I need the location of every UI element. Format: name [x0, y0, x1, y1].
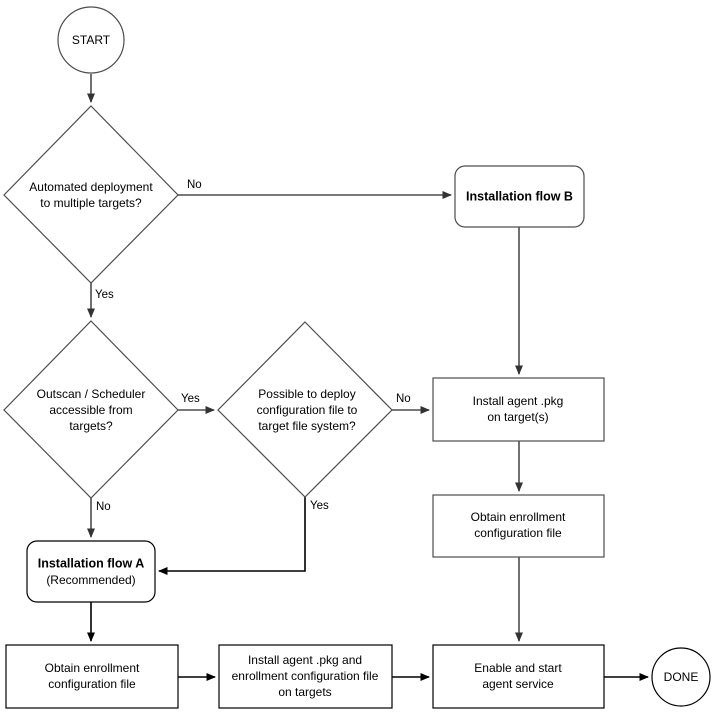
decision-outscan-diamond — [3, 320, 179, 499]
done-label: DONE — [664, 670, 699, 684]
decision-automated-diamond — [3, 105, 179, 284]
decision-outscan-line3: targets? — [69, 419, 113, 433]
node-install-agent-pkg-targets[interactable]: Install agent .pkg on target(s) — [432, 377, 605, 442]
edge-label-outscan-no: No — [96, 501, 111, 513]
node-installation-flow-b[interactable]: Installation flow B — [454, 165, 585, 228]
install-pkg-and-config-line2: enrollment configuration file — [232, 669, 379, 683]
done-circle — [651, 647, 711, 707]
obtain-enrollment-right-line2: configuration file — [474, 526, 562, 540]
edge-label-automated-yes: Yes — [95, 289, 114, 301]
installation-flow-a-line1: Installation flow A — [38, 556, 144, 570]
node-obtain-enrollment-bottom[interactable]: Obtain enrollment configuration file — [5, 644, 179, 709]
node-decision-automated-deployment[interactable]: Automated deployment to multiple targets… — [3, 105, 179, 284]
obtain-enrollment-bottom-line1: Obtain enrollment — [45, 661, 140, 675]
enable-start-service-line2: agent service — [482, 677, 554, 691]
installation-flow-b-box — [454, 165, 585, 228]
install-agent-pkg-box — [432, 377, 605, 442]
decision-outscan-line2: accessible from — [49, 403, 132, 417]
decision-outscan-line1: Outscan / Scheduler — [37, 387, 146, 401]
start-label: START — [72, 33, 111, 47]
node-enable-start-agent-service[interactable]: Enable and start agent service — [432, 644, 605, 709]
decision-deploy-config-line3: target file system? — [258, 419, 356, 433]
obtain-enrollment-bottom-line2: configuration file — [48, 677, 136, 691]
edge-label-automated-no: No — [187, 179, 202, 191]
node-decision-outscan-scheduler[interactable]: Outscan / Scheduler accessible from targ… — [3, 320, 179, 499]
node-obtain-enrollment-right[interactable]: Obtain enrollment configuration file — [432, 494, 605, 558]
enable-start-service-line1: Enable and start — [474, 661, 562, 675]
decision-automated-line2: to multiple targets? — [40, 196, 142, 210]
installation-flow-a-line2: (Recommended) — [46, 573, 135, 587]
decision-automated-line1: Automated deployment — [29, 180, 153, 194]
edge-label-deploy-no: No — [396, 393, 411, 405]
obtain-enrollment-right-box — [432, 494, 605, 558]
installation-flow-a-box — [26, 540, 156, 603]
install-pkg-and-config-line3: on targets — [278, 685, 331, 699]
installation-flow-b-label: Installation flow B — [466, 189, 573, 203]
install-pkg-and-config-line1: Install agent .pkg and — [248, 653, 362, 667]
install-agent-pkg-line2: on target(s) — [487, 410, 548, 424]
edge-label-outscan-yes: Yes — [181, 393, 200, 405]
enable-start-service-box — [432, 644, 605, 709]
start-circle — [57, 6, 125, 74]
node-done[interactable]: DONE — [651, 647, 711, 707]
decision-deploy-config-diamond — [217, 321, 393, 498]
node-start[interactable]: START — [57, 6, 125, 74]
node-installation-flow-a[interactable]: Installation flow A (Recommended) — [26, 540, 156, 603]
edge-deploy-config-yes-to-flow-a — [158, 497, 306, 576]
install-pkg-and-config-box — [218, 644, 393, 709]
install-agent-pkg-line1: Install agent .pkg — [473, 394, 564, 408]
node-decision-deploy-config[interactable]: Possible to deploy configuration file to… — [217, 321, 393, 498]
obtain-enrollment-right-line1: Obtain enrollment — [471, 510, 566, 524]
decision-deploy-config-line2: configuration file to — [257, 403, 358, 417]
decision-deploy-config-line1: Possible to deploy — [258, 387, 355, 401]
node-install-pkg-and-config[interactable]: Install agent .pkg and enrollment config… — [218, 644, 393, 709]
edge-label-deploy-yes: Yes — [310, 500, 329, 512]
obtain-enrollment-bottom-box — [5, 644, 179, 709]
